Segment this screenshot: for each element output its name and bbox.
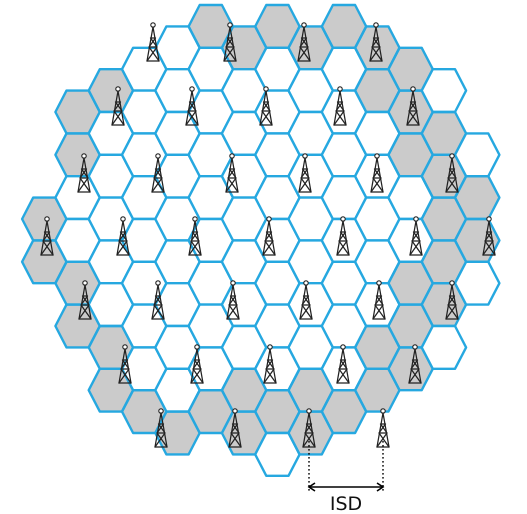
- cell-tower-icon: [408, 344, 422, 384]
- edge-cell-fill: [421, 112, 467, 155]
- edge-cell-fill: [355, 368, 400, 412]
- edge-cell-fill: [355, 26, 400, 70]
- cell-tower-icon: [146, 22, 160, 62]
- isd-label: ISD: [330, 493, 362, 514]
- edge-cell-fill: [355, 69, 400, 112]
- cell-tower-icon: [226, 280, 240, 320]
- edge-cell-fill: [55, 90, 100, 134]
- cell-tower-icon: [77, 153, 91, 193]
- edge-cell-fill: [55, 261, 100, 305]
- cell-tower-icon: [190, 344, 204, 384]
- edge-cell-fill: [288, 368, 333, 412]
- cell-tower-icon: [372, 280, 386, 320]
- edge-cell-fill: [388, 304, 433, 348]
- edge-cell-fill: [188, 390, 233, 433]
- cell-tower-icon: [370, 153, 384, 193]
- cell-tower-icon: [333, 86, 347, 126]
- hexagon-cell: [453, 260, 501, 306]
- edge-cell-fill: [321, 390, 367, 433]
- cell-tower-icon: [259, 86, 273, 126]
- cell-tower-icon: [299, 280, 313, 320]
- arrowhead-icon: [307, 482, 385, 492]
- cell-tower-icon: [409, 216, 423, 256]
- cell-tower-icon: [78, 280, 92, 320]
- cell-tower-icon: [118, 344, 132, 384]
- cell-grid: [20, 3, 501, 477]
- edge-cell-fill: [388, 133, 433, 177]
- edge-cell-fill: [55, 133, 100, 177]
- cell-tower-icon: [302, 408, 316, 448]
- edge-cell-fill: [421, 240, 467, 284]
- hexagon-cell: [420, 324, 468, 370]
- cell-tower-icon: [406, 86, 420, 126]
- edge-cell-fills: [22, 5, 500, 455]
- cell-tower-icon: [262, 216, 276, 256]
- tower-sites: [40, 22, 496, 448]
- cell-tower-icon: [40, 216, 54, 256]
- cell-tower-icon: [154, 408, 168, 448]
- cell-tower-icon: [185, 86, 199, 126]
- cell-tower-icon: [336, 344, 350, 384]
- cell-tower-icon: [225, 153, 239, 193]
- cell-tower-icon: [298, 153, 312, 193]
- edge-cell-fill: [455, 219, 500, 262]
- edge-cell-fill: [421, 197, 467, 241]
- edge-cell-fill: [255, 5, 300, 48]
- hexagon-cell: [453, 132, 501, 178]
- cell-tower-icon: [263, 344, 277, 384]
- cell-tower-icon: [376, 408, 390, 448]
- cell-tower-icon: [188, 216, 202, 256]
- edge-cell-fill: [255, 390, 300, 433]
- cell-tower-icon: [369, 22, 383, 62]
- edge-cell-fill: [22, 240, 67, 284]
- cell-tower-icon: [297, 22, 311, 62]
- cell-tower-icon: [111, 86, 125, 126]
- cell-tower-icon: [336, 216, 350, 256]
- cell-tower-icon: [223, 22, 237, 62]
- edge-cell-fill: [188, 5, 233, 48]
- isd-dimension: ISD: [307, 441, 385, 514]
- edge-cell-fill: [88, 69, 134, 112]
- cell-tower-icon: [151, 280, 165, 320]
- cell-tower-icon: [116, 216, 130, 256]
- edge-cell-fill: [321, 5, 367, 48]
- cell-tower-icon: [228, 408, 242, 448]
- edge-cell-fill: [88, 326, 134, 369]
- cell-tower-icon: [151, 153, 165, 193]
- edge-cell-fill: [221, 368, 267, 412]
- edge-cell-fill: [455, 176, 500, 219]
- hexagon-cell: [420, 67, 468, 114]
- edge-cell-fill: [388, 90, 433, 134]
- edge-cell-fill: [388, 261, 433, 305]
- cell-tower-icon: [482, 216, 496, 256]
- edge-cell-fill: [221, 26, 267, 70]
- cell-tower-icon: [445, 280, 459, 320]
- edge-cell-fill: [122, 390, 167, 433]
- edge-cell-fill: [388, 47, 433, 91]
- cell-tower-icon: [445, 153, 459, 193]
- edge-cell-fill: [355, 326, 400, 369]
